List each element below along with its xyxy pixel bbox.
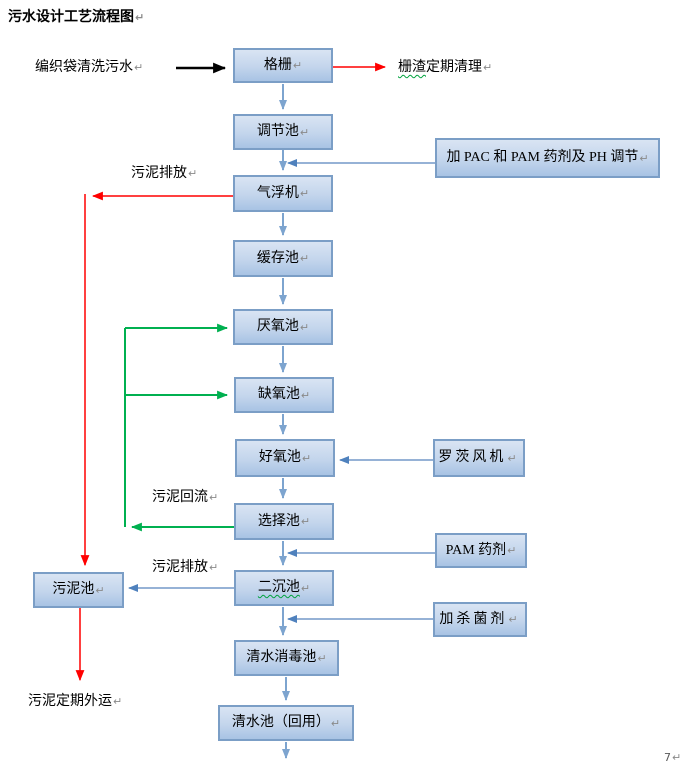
paragraph-mark: ↵ xyxy=(299,125,310,139)
paragraph-mark: ↵ xyxy=(639,151,649,165)
page-number: 7↵ xyxy=(664,751,681,764)
paragraph-mark: ↵ xyxy=(299,320,310,334)
box-anoxic-tank: 缺氧池↵ xyxy=(234,377,334,413)
page-title-text: 污水设计工艺流程图 xyxy=(8,9,134,25)
box-pac-label: 加 PAC 和 PAM 药剂及 PH 调节 xyxy=(446,150,639,165)
main-flow-connectors xyxy=(279,84,290,759)
paragraph-mark: ↵ xyxy=(301,451,312,465)
label-sludge-return: 污泥回流↵ xyxy=(152,489,218,507)
green-return-loop xyxy=(124,323,234,532)
label-influent-text: 编织袋清洗污水 xyxy=(35,60,133,75)
box-aerobic-tank: 好氧池↵ xyxy=(235,439,335,477)
page-title: 污水设计工艺流程图↵ xyxy=(8,6,144,26)
label-sludge-discharge-top: 污泥排放↵ xyxy=(131,165,197,183)
paragraph-mark: ↵ xyxy=(300,515,311,528)
red-discharge-lines xyxy=(75,62,387,682)
box-grille: 格栅↵ xyxy=(233,48,333,83)
paragraph-mark: ↵ xyxy=(299,252,310,265)
box-buffer-label: 缓存池 xyxy=(256,250,299,266)
box-roots-blower: 罗茨风机↵ xyxy=(433,439,525,477)
box-secondary-sedimentation: 二沉池↵ xyxy=(234,570,334,606)
box-disinfection-tank: 清水消毒池↵ xyxy=(234,640,339,676)
box-aerobic-label: 好氧池 xyxy=(258,450,301,465)
box-pac-pam-dosing: 加 PAC 和 PAM 药剂及 PH 调节↵ xyxy=(435,138,660,178)
label-grid-residue-part1: 栅渣 xyxy=(398,60,426,75)
paragraph-mark: ↵ xyxy=(507,451,520,465)
box-anaerobic-label: 厌氧池 xyxy=(256,319,299,334)
paragraph-mark: ↵ xyxy=(134,61,144,74)
box-air-flotation: 气浮机↵ xyxy=(233,175,333,212)
box-pam-label: PAM 药剂 xyxy=(445,542,507,558)
box-grille-label: 格栅 xyxy=(263,57,292,73)
paragraph-mark: ↵ xyxy=(483,61,493,74)
label-sludge-removal: 污泥定期外运↵ xyxy=(28,693,122,711)
paragraph-mark: ↵ xyxy=(507,544,517,557)
box-selection-label: 选择池 xyxy=(257,513,300,529)
label-influent: 编织袋清洗污水↵ xyxy=(35,59,143,77)
box-anoxic-label: 缺氧池 xyxy=(257,387,300,402)
box-selection-tank: 选择池↵ xyxy=(234,503,334,540)
paragraph-mark: ↵ xyxy=(135,11,145,24)
box-bactericide: 加杀菌剂↵ xyxy=(433,602,527,637)
box-disinfection-label: 清水消毒池 xyxy=(246,650,317,665)
label-sludge-discharge-top-text: 污泥排放 xyxy=(131,166,187,181)
paragraph-mark: ↵ xyxy=(317,651,327,665)
paragraph-mark: ↵ xyxy=(672,751,682,764)
page-number-text: 7 xyxy=(664,751,671,764)
paragraph-mark: ↵ xyxy=(95,583,105,597)
box-clean-water-reuse: 清水池（回用）↵ xyxy=(218,705,354,741)
label-sludge-discharge-bottom-text: 污泥排放 xyxy=(152,560,208,575)
paragraph-mark: ↵ xyxy=(113,695,123,708)
box-bactericide-label: 加杀菌剂 xyxy=(439,611,508,627)
label-sludge-discharge-bottom: 污泥排放↵ xyxy=(152,559,218,577)
box-sludge-tank: 污泥池↵ xyxy=(33,572,124,608)
box-flotation-label: 气浮机 xyxy=(256,185,299,201)
paragraph-mark: ↵ xyxy=(209,491,219,504)
box-anaerobic-tank: 厌氧池↵ xyxy=(233,309,333,345)
side-connectors xyxy=(128,159,436,623)
label-grid-residue: 栅渣定期清理↵ xyxy=(398,59,492,77)
label-grid-residue-part2: 定期清理 xyxy=(426,60,482,75)
box-roots-label: 罗茨风机 xyxy=(438,450,507,465)
paragraph-mark: ↵ xyxy=(300,388,311,402)
box-regulating-label: 调节池 xyxy=(256,124,299,139)
paragraph-mark: ↵ xyxy=(188,167,198,180)
paragraph-mark: ↵ xyxy=(508,613,521,626)
box-sludgetank-label: 污泥池 xyxy=(52,582,95,597)
label-sludge-removal-text: 污泥定期外运 xyxy=(28,694,112,709)
label-sludge-return-text: 污泥回流 xyxy=(152,490,208,505)
box-regulating-tank: 调节池↵ xyxy=(233,114,333,150)
paragraph-mark: ↵ xyxy=(209,561,219,574)
box-cleanwater-label: 清水池（回用） xyxy=(231,715,330,730)
box-sedimentation-label: 二沉池 xyxy=(257,580,300,595)
paragraph-mark: ↵ xyxy=(299,187,310,200)
paragraph-mark: ↵ xyxy=(330,716,341,730)
paragraph-mark: ↵ xyxy=(292,59,303,72)
box-pam-agent: PAM 药剂↵ xyxy=(435,533,527,568)
paragraph-mark: ↵ xyxy=(300,581,311,595)
box-buffer-tank: 缓存池↵ xyxy=(233,240,333,277)
